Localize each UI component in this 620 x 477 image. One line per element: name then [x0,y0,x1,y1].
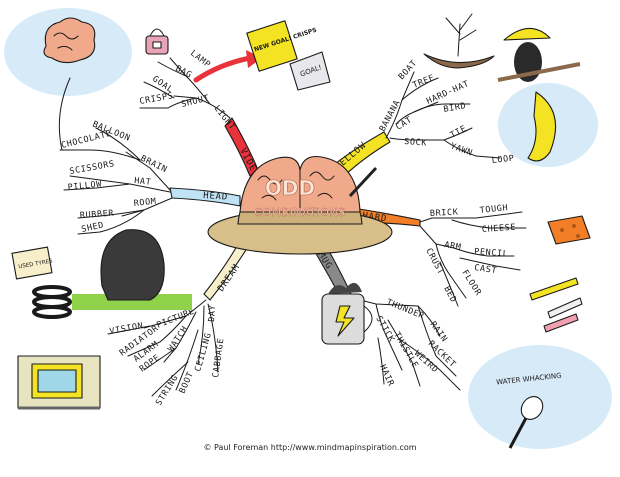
word-bag: BAG [174,64,194,81]
banana-icon [527,91,557,162]
brain-balloon-icon [43,17,96,64]
hard-subbranch: BRICK TOUGH CHEESE ARM PENCIL CAST CRUST… [419,203,527,307]
word-sock: SOCK [404,137,428,149]
dream-subbranch: PICTURE VISION RADIATOR WATCH ALARM ROPE… [107,299,227,408]
word-ceiling: CEILING [193,332,214,373]
water-whacking-bubble [468,345,612,449]
pencils-icon [529,277,583,333]
bird-with-hard-hat-icon [497,27,581,82]
mug-subbranch: THUNDER RAIN RACKET STICK THISTLE WEIRD … [351,297,461,391]
word-rubber: RUBBER [80,209,115,221]
handbag-icon [145,28,169,55]
radiator-picture-icon [17,355,101,410]
yellow-subbranch: BANANA BOAT TREE CAT HARD-HAT BIRD SOCK … [378,58,515,166]
word-chocolate: CHOCOLATE [60,129,112,151]
word-shout: SHOUT [180,93,210,110]
branch-video [224,117,259,177]
word-bird: BIRD [443,101,467,115]
word-hair: HAIR [377,363,396,388]
boat-tree-icon [423,13,495,69]
credit-line: © Paul Foreman http://www.mindmapinspira… [203,443,417,452]
tyres-sign-text: USED TYRES [18,258,54,270]
word-brick: BRICK [430,207,459,218]
word-boat: BOAT [397,58,420,82]
center-word-odd: ODD [265,176,315,200]
word-day: DAY [207,304,218,322]
word-stick: STICK [373,315,396,345]
word-crisps: CRISPS [139,91,175,107]
word-cat: CAT [394,115,414,133]
word-hat: HAT [134,176,152,188]
word-room: ROOM [133,197,157,209]
rubber-shed-icon [72,229,192,310]
branch-label-head: HEAD [203,191,229,203]
video-subbranch: LIGHT LAMP BAG SHOUT GOAL CRISPS [139,48,237,132]
center-word-combinations: COMBINATIONS [254,206,345,219]
word-boot: BOOT [178,370,196,395]
word-arm: ARM [443,240,462,253]
word-pencil: PENCIL [474,247,509,259]
word-cheese: CHEESE [482,223,517,235]
used-tyres-icon: USED TYRES [11,246,72,319]
word-yawn: YAWN [449,141,474,158]
word-scissors: SCISSORS [69,159,116,177]
word-loop: LOOP [491,154,515,166]
word-tie: TIE [449,124,469,141]
word-pillow: PILLOW [67,179,102,193]
word-light: LIGHT [212,104,237,133]
mug-icon [321,282,373,345]
word-watch: WATCH [166,324,190,353]
center-image: ODD COMBINATIONS [207,155,393,255]
word-tree: TREE [411,73,436,91]
word-thunder: THUNDER [385,298,426,322]
word-cast: CAST [474,263,498,276]
word-cabbage: CABBAGE [211,337,226,378]
cheese-brick-icon [547,215,591,245]
word-shed: SHED [81,220,105,235]
word-tough: TOUGH [479,203,508,216]
word-lamp: LAMP [188,48,212,70]
crisps-packet-icon: GOAL! [289,51,331,91]
